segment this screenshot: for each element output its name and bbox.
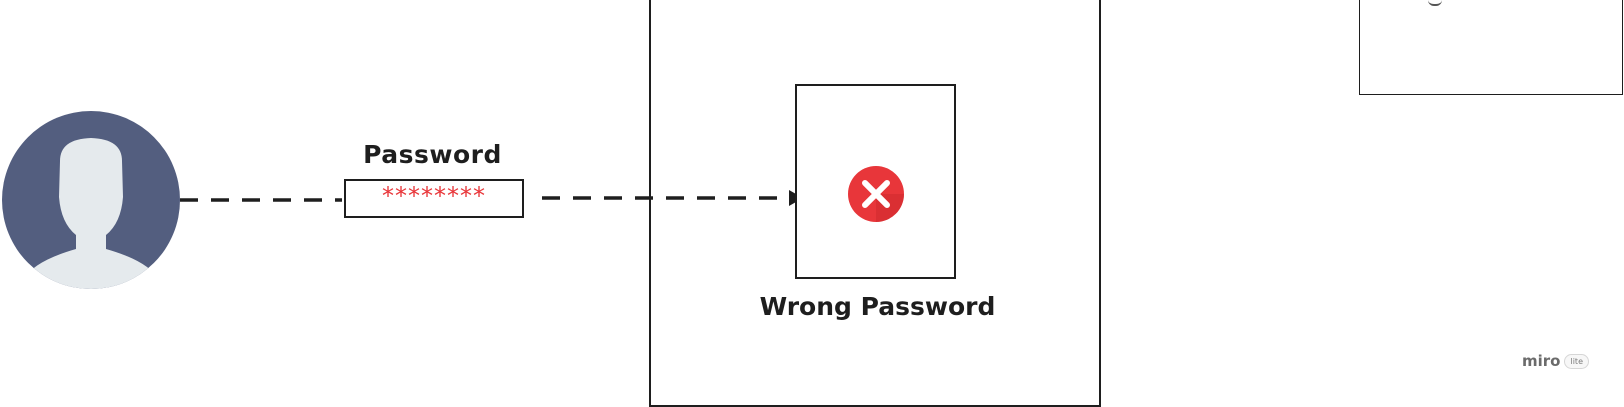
error-x-icon: [848, 166, 904, 222]
offscreen-box: [1359, 0, 1623, 95]
result-box: [795, 84, 956, 279]
wrong-password-label: Wrong Password: [759, 292, 996, 321]
miro-lite-badge: lite: [1564, 353, 1589, 369]
password-field: ********: [344, 179, 524, 218]
password-label: Password: [363, 140, 502, 169]
offscreen-box-text-fragment: [1428, 0, 1442, 6]
user-avatar-icon: [2, 111, 180, 289]
server-frame: [649, 0, 1101, 407]
miro-brand-text: miro: [1522, 352, 1561, 370]
miro-watermark: miro lite: [1522, 352, 1589, 370]
